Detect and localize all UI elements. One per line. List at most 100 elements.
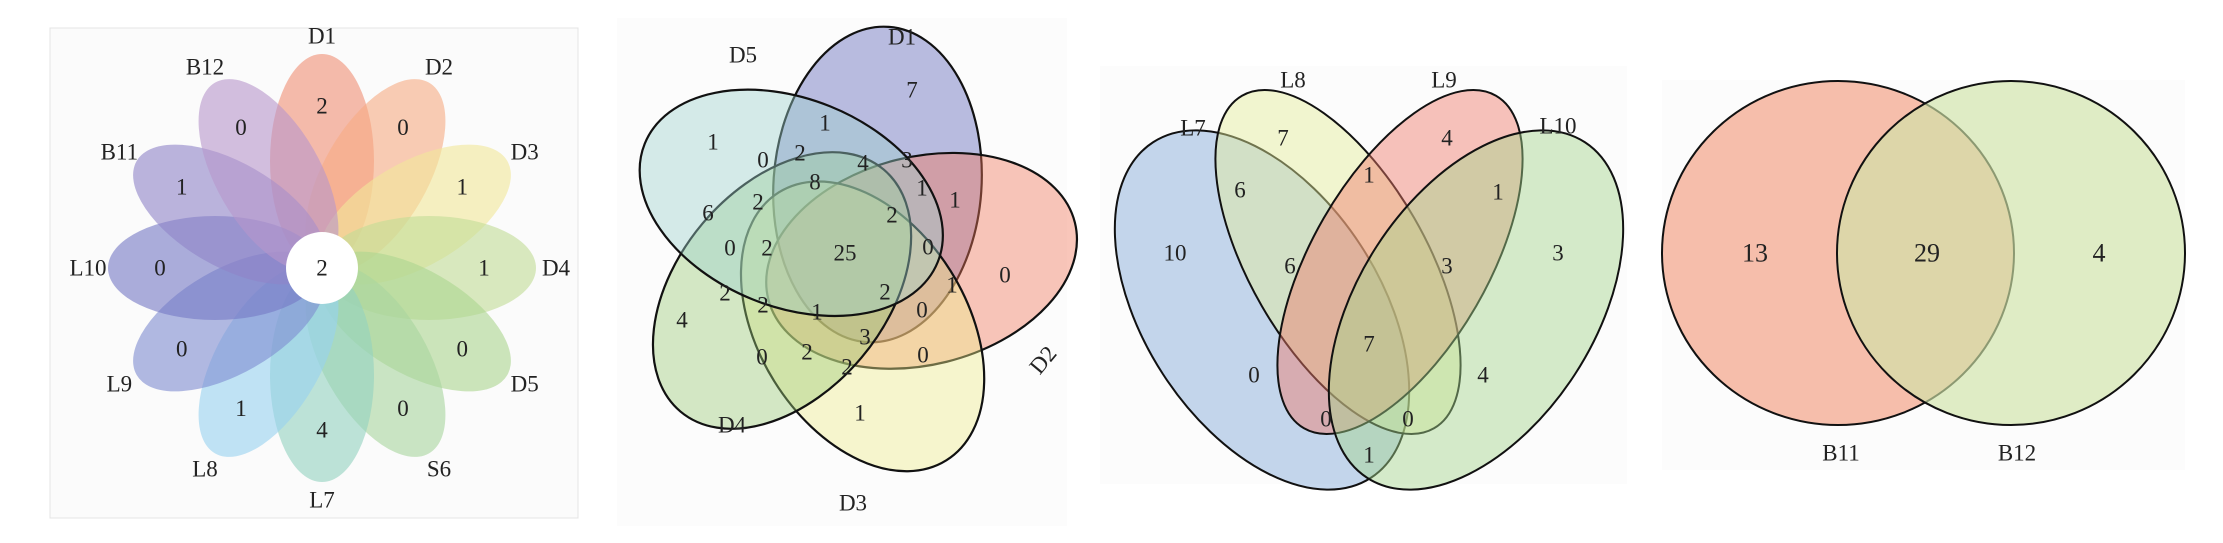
region-count: 2: [757, 293, 769, 318]
petal-value: 4: [316, 418, 328, 443]
set-label: L8: [1280, 68, 1306, 93]
region-count: 1: [946, 273, 958, 298]
five-set-panel-background: [617, 18, 1067, 526]
set-ellipse-b12: [1836, 80, 2186, 426]
core-value: 2: [316, 256, 328, 281]
region-count: 0: [1320, 407, 1332, 432]
core-circle: [286, 232, 358, 304]
set-ellipse-l9: [1276, 89, 1524, 435]
set-label: L7: [1180, 116, 1206, 141]
set-ellipse-d3: [739, 180, 986, 473]
petal-value: 1: [478, 256, 490, 281]
petal-value: 1: [235, 396, 247, 421]
set-ellipse-d4: [651, 151, 913, 430]
region-count: 1: [819, 111, 831, 136]
region-count: 0: [724, 236, 736, 261]
region-count: 4: [1477, 363, 1489, 388]
region-count: 3: [859, 325, 871, 350]
region-count: 0: [916, 298, 928, 323]
region-count: 1: [707, 130, 719, 155]
region-count: 1: [811, 300, 823, 325]
petal-value: 0: [457, 337, 469, 362]
region-count: 2: [879, 280, 891, 305]
set-ellipse-l10: [1327, 129, 1625, 491]
region-count: 1: [1492, 180, 1504, 205]
region-count: 4: [1441, 126, 1453, 151]
region-count: 6: [702, 201, 714, 226]
region-count: 2: [761, 236, 773, 261]
region-count: 0: [922, 235, 934, 260]
region-count: 4: [857, 151, 869, 176]
petal-value: 0: [397, 396, 409, 421]
set-label: B12: [1998, 441, 2036, 466]
region-count: 3: [1552, 241, 1564, 266]
petal-label: L9: [107, 372, 133, 397]
set-label: D3: [839, 491, 867, 516]
region-count: 0: [757, 148, 769, 173]
petal-value: 1: [176, 175, 188, 200]
petal-b12: [198, 79, 339, 272]
region-count: 3: [1441, 254, 1453, 279]
petal-label: D1: [308, 24, 336, 49]
region-count: 1: [854, 401, 866, 426]
region-count: 2: [752, 190, 764, 215]
region-count: 6: [1284, 254, 1296, 279]
petal-value: 0: [154, 256, 166, 281]
set-label: L9: [1431, 68, 1457, 93]
petal-value: 0: [397, 115, 409, 140]
region-count: 0: [917, 343, 929, 368]
set-ellipse-l7: [1113, 129, 1411, 491]
petal-label: D5: [511, 372, 539, 397]
two-set-venn: B11 B12 13 29 4: [1661, 80, 2186, 466]
region-count: 29: [1914, 239, 1940, 268]
region-count: 1: [1363, 163, 1375, 188]
region-count: 2: [801, 340, 813, 365]
region-count: 25: [834, 241, 857, 266]
region-count: 4: [2093, 239, 2106, 268]
region-count: 1: [916, 176, 928, 201]
region-count: 8: [809, 170, 821, 195]
region-count: 10: [1164, 241, 1187, 266]
region-count: 0: [756, 345, 768, 370]
region-count: 0: [1402, 407, 1414, 432]
set-label: D4: [718, 413, 747, 438]
set-label: B11: [1822, 441, 1860, 466]
region-count: 2: [886, 203, 898, 228]
petal-value: 0: [176, 337, 188, 362]
region-count: 6: [1234, 178, 1246, 203]
set-label: D5: [729, 43, 757, 68]
region-count: 2: [841, 355, 853, 380]
petal-label: S6: [427, 456, 451, 481]
petal-label: B12: [186, 55, 224, 80]
region-count: 1: [1363, 443, 1375, 468]
petal-label: D3: [511, 140, 539, 165]
set-ellipse-l8: [1214, 89, 1462, 435]
four-set-panel-background: [1100, 66, 1627, 484]
petal-label: D4: [542, 256, 571, 281]
region-count: 0: [999, 263, 1011, 288]
petal-label: L10: [69, 256, 106, 281]
region-count: 2: [719, 281, 731, 306]
region-count: 3: [901, 148, 913, 173]
petal-value: 0: [235, 115, 247, 140]
set-label: D1: [888, 25, 916, 50]
petal-label: D2: [425, 55, 453, 80]
petal-label: L8: [192, 456, 218, 481]
region-count: 2: [794, 141, 806, 166]
region-count: 1: [949, 188, 961, 213]
region-count: 7: [906, 78, 918, 103]
set-ellipse-d5: [638, 88, 944, 318]
petal-label: B11: [101, 140, 139, 165]
region-count: 7: [1277, 126, 1289, 151]
region-count: 0: [1248, 363, 1260, 388]
region-count: 7: [1363, 332, 1375, 357]
petal-label: L7: [309, 488, 335, 513]
region-count: 13: [1742, 239, 1768, 268]
petal-value: 1: [457, 175, 469, 200]
set-label: L10: [1539, 114, 1576, 139]
region-count: 4: [676, 308, 688, 333]
